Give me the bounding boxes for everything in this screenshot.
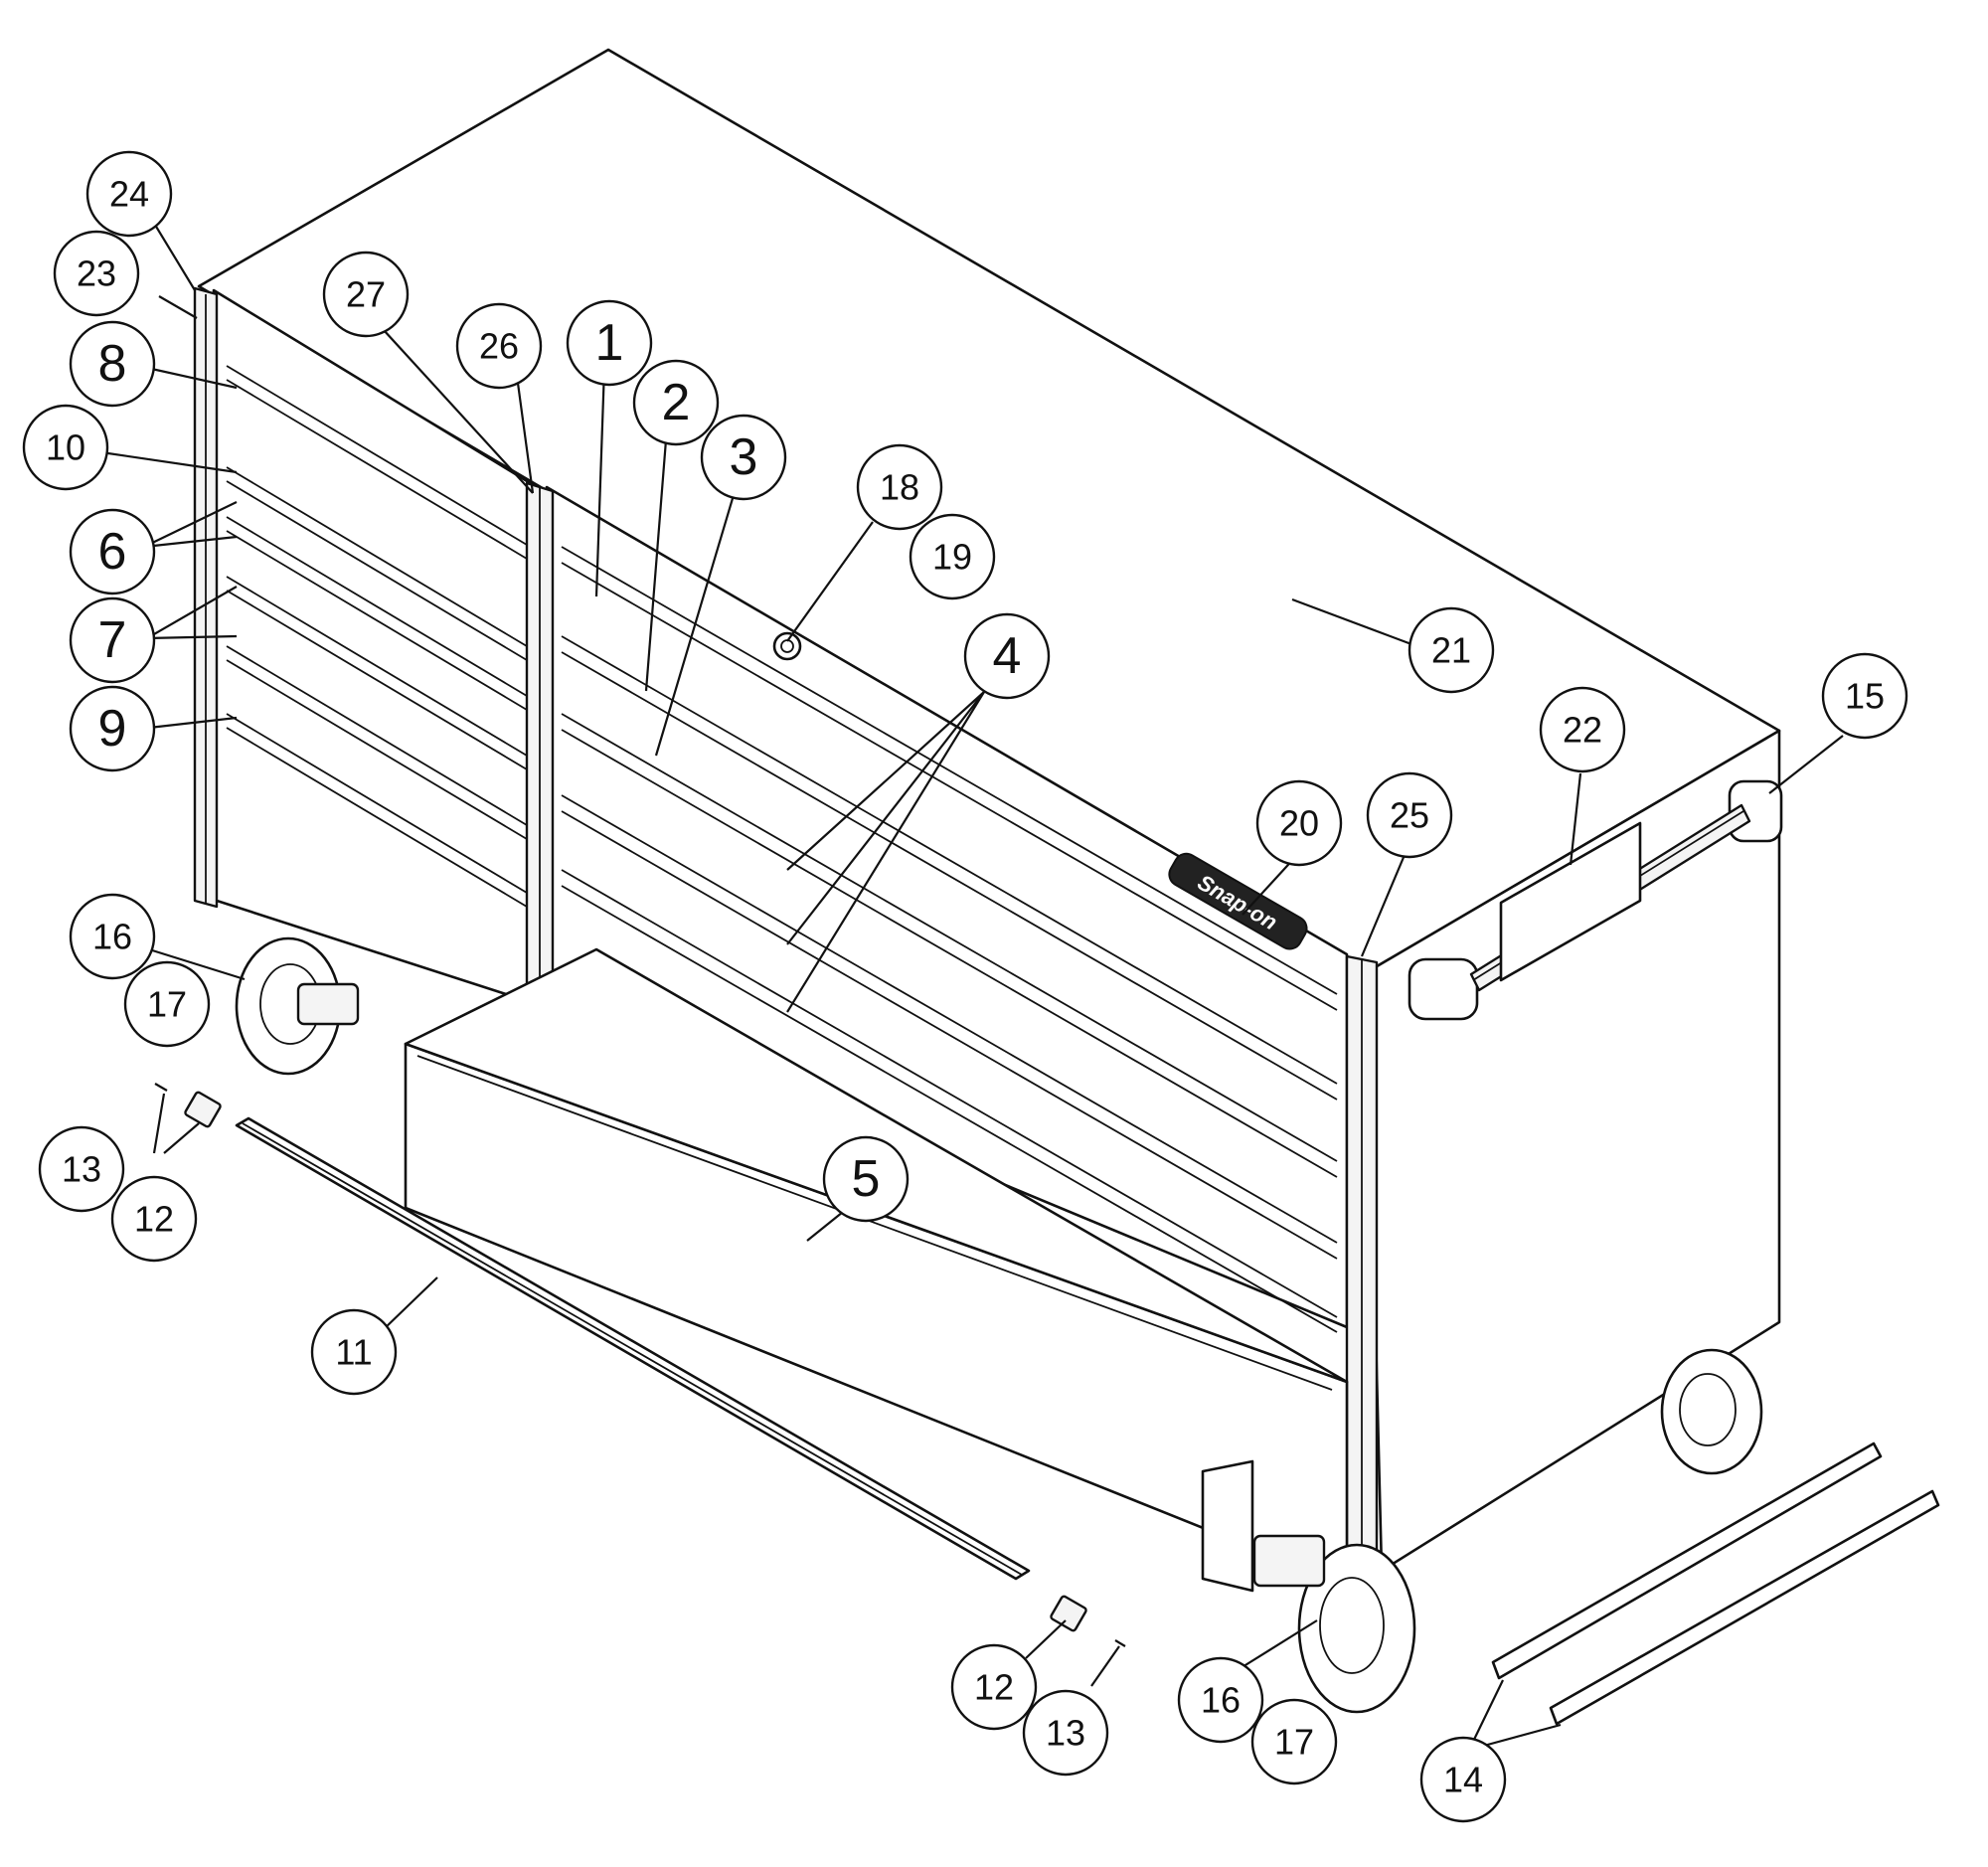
callout-label: 24 — [109, 174, 149, 215]
callout-18: 18 — [856, 443, 943, 531]
drawer-slide-pair — [1491, 1442, 1940, 1726]
callout-20: 20 — [1255, 779, 1343, 867]
callout-label: 19 — [932, 537, 972, 578]
clip-right — [1050, 1595, 1087, 1632]
clip-left — [184, 1091, 222, 1128]
callout-16: 16 — [69, 893, 156, 980]
leader-lines — [100, 206, 1844, 1752]
callout-label: 14 — [1443, 1760, 1483, 1800]
callout-11: 11 — [310, 1308, 398, 1396]
lock-cylinder — [772, 631, 802, 661]
callout-24: 24 — [85, 150, 173, 238]
callout-2: 2 — [632, 359, 720, 446]
callout-23: 23 — [53, 230, 140, 317]
callout-9: 9 — [69, 685, 156, 772]
callout-label: 6 — [98, 523, 127, 581]
callout-label: 25 — [1390, 795, 1429, 836]
callout-label: 8 — [98, 335, 127, 393]
callout-12: 12 — [110, 1175, 198, 1263]
callout-27: 27 — [322, 251, 410, 338]
callout-21: 21 — [1408, 606, 1495, 694]
callout-14: 14 — [1419, 1736, 1507, 1823]
callout-4: 4 — [963, 612, 1051, 700]
callout-label: 22 — [1563, 710, 1602, 751]
callout-26: 26 — [455, 302, 543, 390]
corner-post-right — [1345, 954, 1379, 1578]
callout-13-right: 13 — [1022, 1689, 1109, 1777]
side-label-plate — [1499, 821, 1642, 982]
callout-label: 12 — [974, 1667, 1014, 1708]
caster-front-left — [235, 936, 360, 1076]
callout-10: 10 — [22, 404, 109, 491]
callout-label: 13 — [62, 1149, 101, 1190]
callout-16-right: 16 — [1177, 1656, 1264, 1744]
callout-12-right: 12 — [950, 1643, 1038, 1731]
screw-left — [154, 1083, 168, 1092]
callout-label: 7 — [98, 611, 127, 669]
callout-3: 3 — [700, 414, 787, 501]
callout-5: 5 — [822, 1135, 910, 1223]
callout-25: 25 — [1366, 771, 1453, 859]
callout-17: 17 — [123, 960, 211, 1048]
callout-label: 4 — [993, 627, 1022, 685]
callout-label: 20 — [1279, 803, 1319, 844]
callout-label: 12 — [134, 1199, 174, 1240]
callout-label: 1 — [595, 314, 624, 372]
callout-label: 18 — [880, 467, 919, 508]
callout-label: 26 — [479, 326, 519, 367]
callout-13: 13 — [38, 1125, 125, 1213]
drawer-trim-rail — [235, 1116, 1031, 1581]
callout-label: 17 — [147, 984, 187, 1025]
callout-6: 6 — [69, 508, 156, 595]
callout-label: 13 — [1046, 1713, 1085, 1754]
corner-post-center — [525, 481, 555, 1001]
caster-rear-right — [1660, 1348, 1763, 1475]
callout-label: 2 — [662, 374, 691, 431]
callout-label: 9 — [98, 700, 127, 758]
callout-label: 16 — [92, 917, 132, 957]
callout-label: 21 — [1431, 630, 1471, 671]
callout-19: 19 — [909, 513, 996, 600]
callout-15: 15 — [1821, 652, 1908, 740]
callout-1: 1 — [566, 299, 653, 387]
callout-label: 23 — [77, 254, 116, 294]
caster-front-right — [1252, 1534, 1416, 1714]
callout-22: 22 — [1539, 686, 1626, 773]
callout-label: 16 — [1201, 1680, 1241, 1721]
right-drawer-stack — [561, 546, 1338, 1333]
screw-right — [1114, 1639, 1126, 1647]
callout-label: 5 — [852, 1150, 881, 1208]
callout-8: 8 — [69, 320, 156, 408]
callout-label: 3 — [730, 428, 758, 486]
callout-label: 27 — [346, 274, 386, 315]
corner-post-left — [193, 286, 219, 909]
callout-label: 17 — [1274, 1722, 1314, 1763]
left-drawer-stack — [226, 365, 528, 908]
callout-label: 11 — [335, 1332, 372, 1373]
callout-label: 15 — [1845, 676, 1885, 717]
callout-label: 10 — [46, 427, 85, 468]
callout-7: 7 — [69, 596, 156, 684]
callout-17-right: 17 — [1250, 1698, 1338, 1785]
